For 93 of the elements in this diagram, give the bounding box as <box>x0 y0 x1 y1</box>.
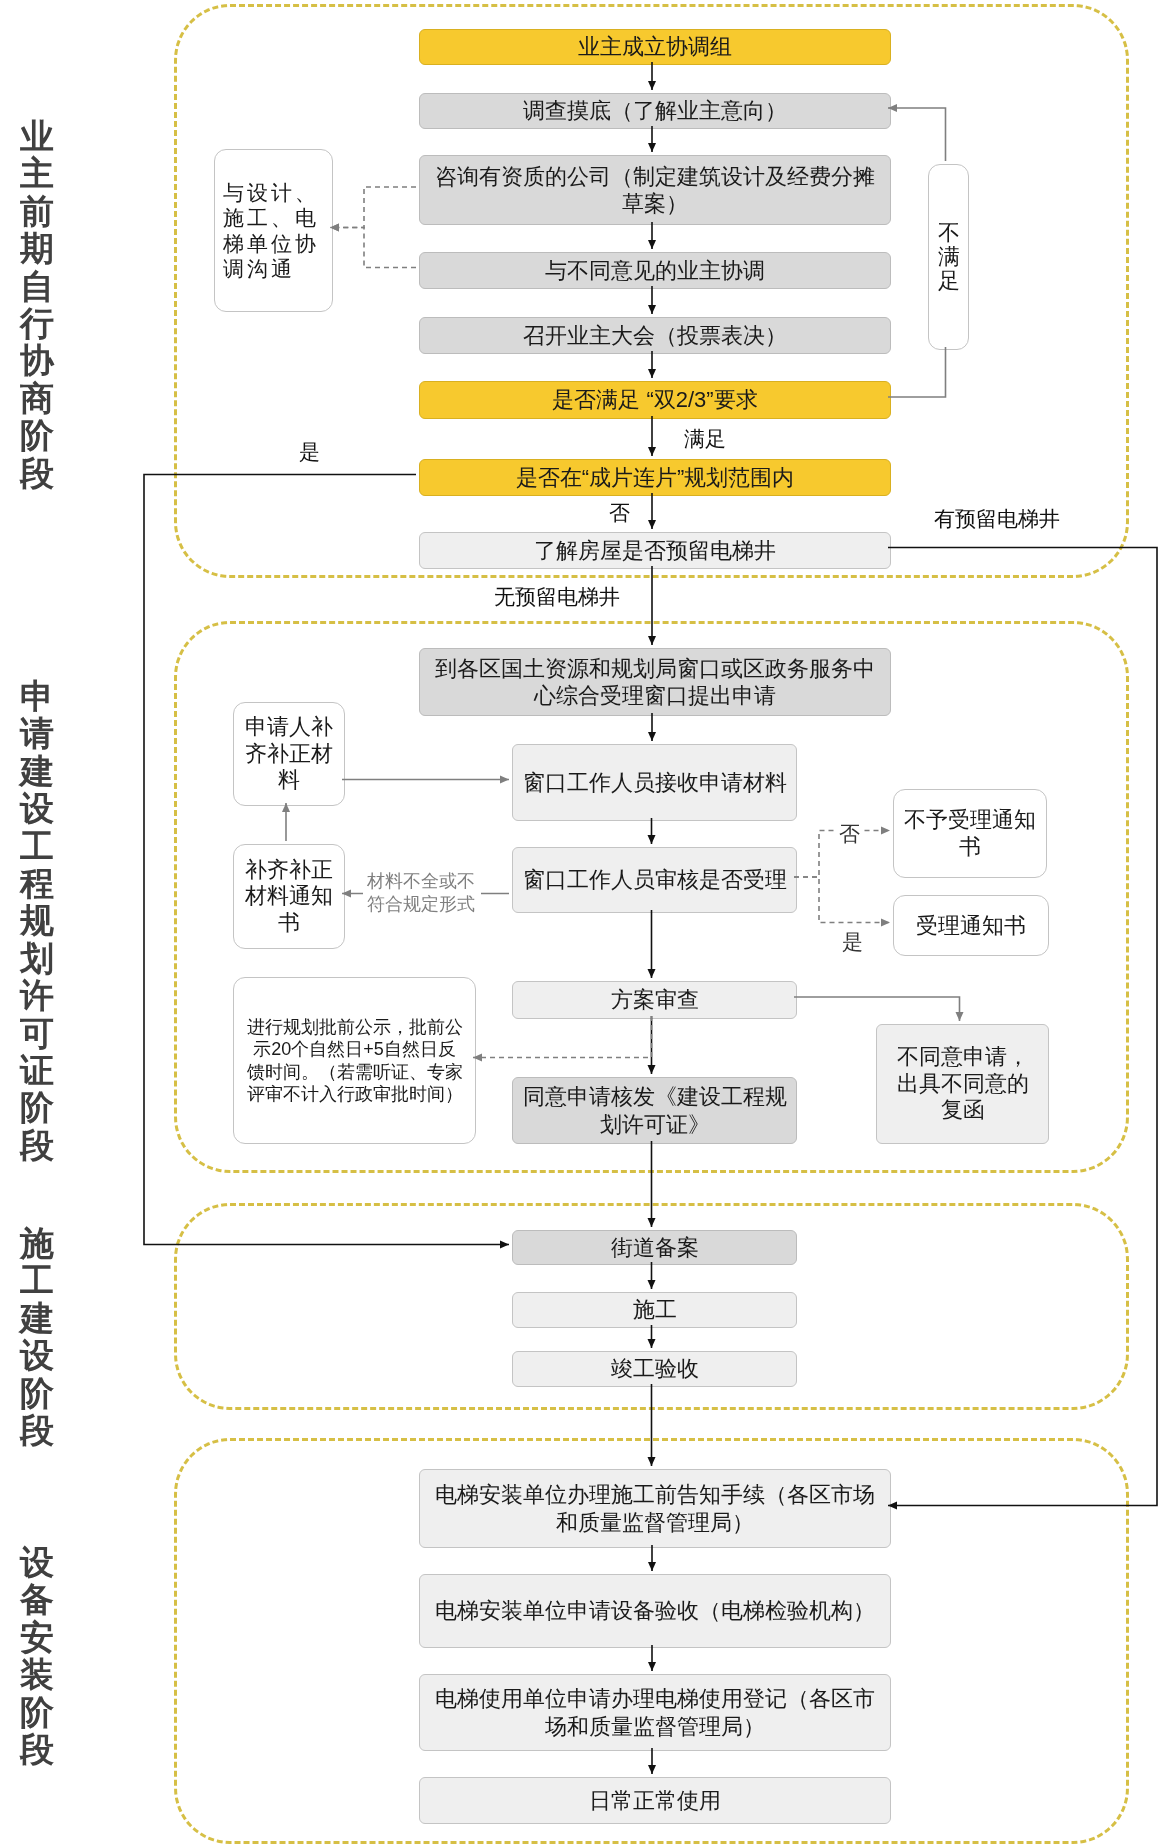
process-box <box>233 844 345 949</box>
box-text: 电梯使用单位申请办理电梯使用登记（各区市场和质量监督管理局） <box>434 1685 876 1740</box>
phase-region <box>174 621 1129 1173</box>
box-text: 电梯安装单位办理施工前告知手续（各区市场和质量监督管理局） <box>434 1481 876 1536</box>
arrow <box>143 473 510 1249</box>
phase-title: 申请建设工程规划许可证阶段 <box>20 678 54 1165</box>
process-box <box>512 744 797 821</box>
arrow <box>647 909 656 979</box>
process-box <box>233 977 476 1144</box>
box-text: 了解房屋是否预留电梯井 <box>533 536 777 565</box>
box-text: 召开业主大会（投票表决） <box>522 321 788 350</box>
arrow <box>647 1140 656 1228</box>
box-text: 与不同意见的业主协调 <box>544 256 766 285</box>
arrow <box>647 1383 656 1467</box>
box-text: 电梯安装单位申请设备验收（电梯检验机构） <box>434 1597 876 1625</box>
process-box <box>419 532 891 569</box>
box-text: 进行规划批前公示，批前公示20个自然日+5自然日反馈时间。（若需听证、专家评审不计入行政审批时间） <box>245 1015 464 1106</box>
arrow <box>648 1644 656 1672</box>
box-text: 窗口工作人员接收申请材料 <box>521 768 788 797</box>
box-text: 不予受理通知书 <box>903 807 1037 860</box>
process-box <box>893 895 1049 956</box>
condition-box <box>928 164 969 350</box>
box-text: 是否在“成片连片”规划范围内 <box>514 463 796 492</box>
edge-label: 材料不全或不符合规定形式 <box>363 870 481 915</box>
arrow <box>648 125 656 153</box>
box-text: 竣工验收 <box>609 1355 700 1383</box>
box-text: 是否满足 “双2/3”要求 <box>551 386 759 414</box>
phase-title: 施工建设阶段 <box>20 1225 54 1450</box>
arrow <box>648 565 656 646</box>
arrow <box>648 1747 656 1775</box>
arrow <box>648 221 656 250</box>
phase-title: 设备安装阶段 <box>20 1544 54 1769</box>
box-text: 业主成立协调组 <box>577 33 733 61</box>
box-text: 调查摸底（了解业主意向） <box>522 97 788 125</box>
process-box <box>233 702 345 806</box>
process-box <box>214 149 333 312</box>
box-text: 不同意申请，出具不同意的复函 <box>895 1044 1030 1124</box>
arrow <box>341 775 510 784</box>
box-text: 不满足 <box>937 220 960 294</box>
process-box <box>419 1469 891 1548</box>
arrow <box>647 1261 656 1290</box>
box-text: 街道备案 <box>609 1233 700 1262</box>
process-box <box>419 317 891 354</box>
phase-region <box>174 4 1129 578</box>
arrow <box>793 876 891 927</box>
process-box <box>419 252 891 289</box>
arrow <box>648 61 656 91</box>
arrow <box>793 996 964 1022</box>
process-box <box>893 789 1047 878</box>
process-box <box>512 981 797 1019</box>
phase-region <box>174 1203 1129 1410</box>
process-box <box>419 381 891 419</box>
arrow <box>648 492 656 530</box>
arrow <box>282 802 290 842</box>
arrow <box>887 104 947 162</box>
process-box <box>419 1777 891 1824</box>
box-text: 受理通知书 <box>915 911 1027 940</box>
box-text: 窗口工作人员审核是否受理 <box>521 866 788 894</box>
arrow <box>648 712 656 742</box>
process-box <box>512 1230 797 1265</box>
box-text: 施工 <box>631 1296 678 1324</box>
box-text: 补齐补正材料通知书 <box>244 856 334 937</box>
arrow <box>647 817 656 845</box>
box-text: 方案审查 <box>609 986 700 1014</box>
process-box <box>419 1674 891 1751</box>
box-text: 申请人补齐补正材料 <box>244 714 334 794</box>
arrow <box>472 1015 653 1062</box>
phase-region <box>174 1438 1129 1844</box>
box-text: 同意申请核发《建设工程规划许可证》 <box>521 1083 788 1138</box>
process-box <box>512 1292 797 1328</box>
process-box <box>419 93 891 129</box>
arrow <box>648 285 656 315</box>
process-box <box>419 648 891 716</box>
arrow <box>648 415 656 457</box>
box-text: 到各区国土资源和规划局窗口或区政务服务中心综合受理窗口提出申请 <box>434 654 876 710</box>
arrow <box>648 1544 656 1572</box>
box-text: 咨询有资质的公司（制定建筑设计及经费分摊草案） <box>434 162 876 218</box>
connector-line <box>887 346 947 398</box>
process-box <box>419 29 891 65</box>
phase-title: 业主前期自行协商阶段 <box>20 118 54 492</box>
process-box <box>419 459 891 496</box>
process-box <box>512 1351 797 1387</box>
process-box <box>512 847 797 913</box>
arrow <box>648 350 656 379</box>
process-box <box>419 155 891 225</box>
box-text: 与设计、施工、电梯单位协调沟通 <box>222 180 320 281</box>
arrow <box>887 546 1158 1510</box>
arrow <box>647 1324 656 1349</box>
process-box <box>512 1077 797 1144</box>
box-text: 日常正常使用 <box>588 1786 722 1815</box>
arrow <box>329 223 417 269</box>
process-box <box>419 1574 891 1648</box>
process-box <box>876 1024 1049 1144</box>
